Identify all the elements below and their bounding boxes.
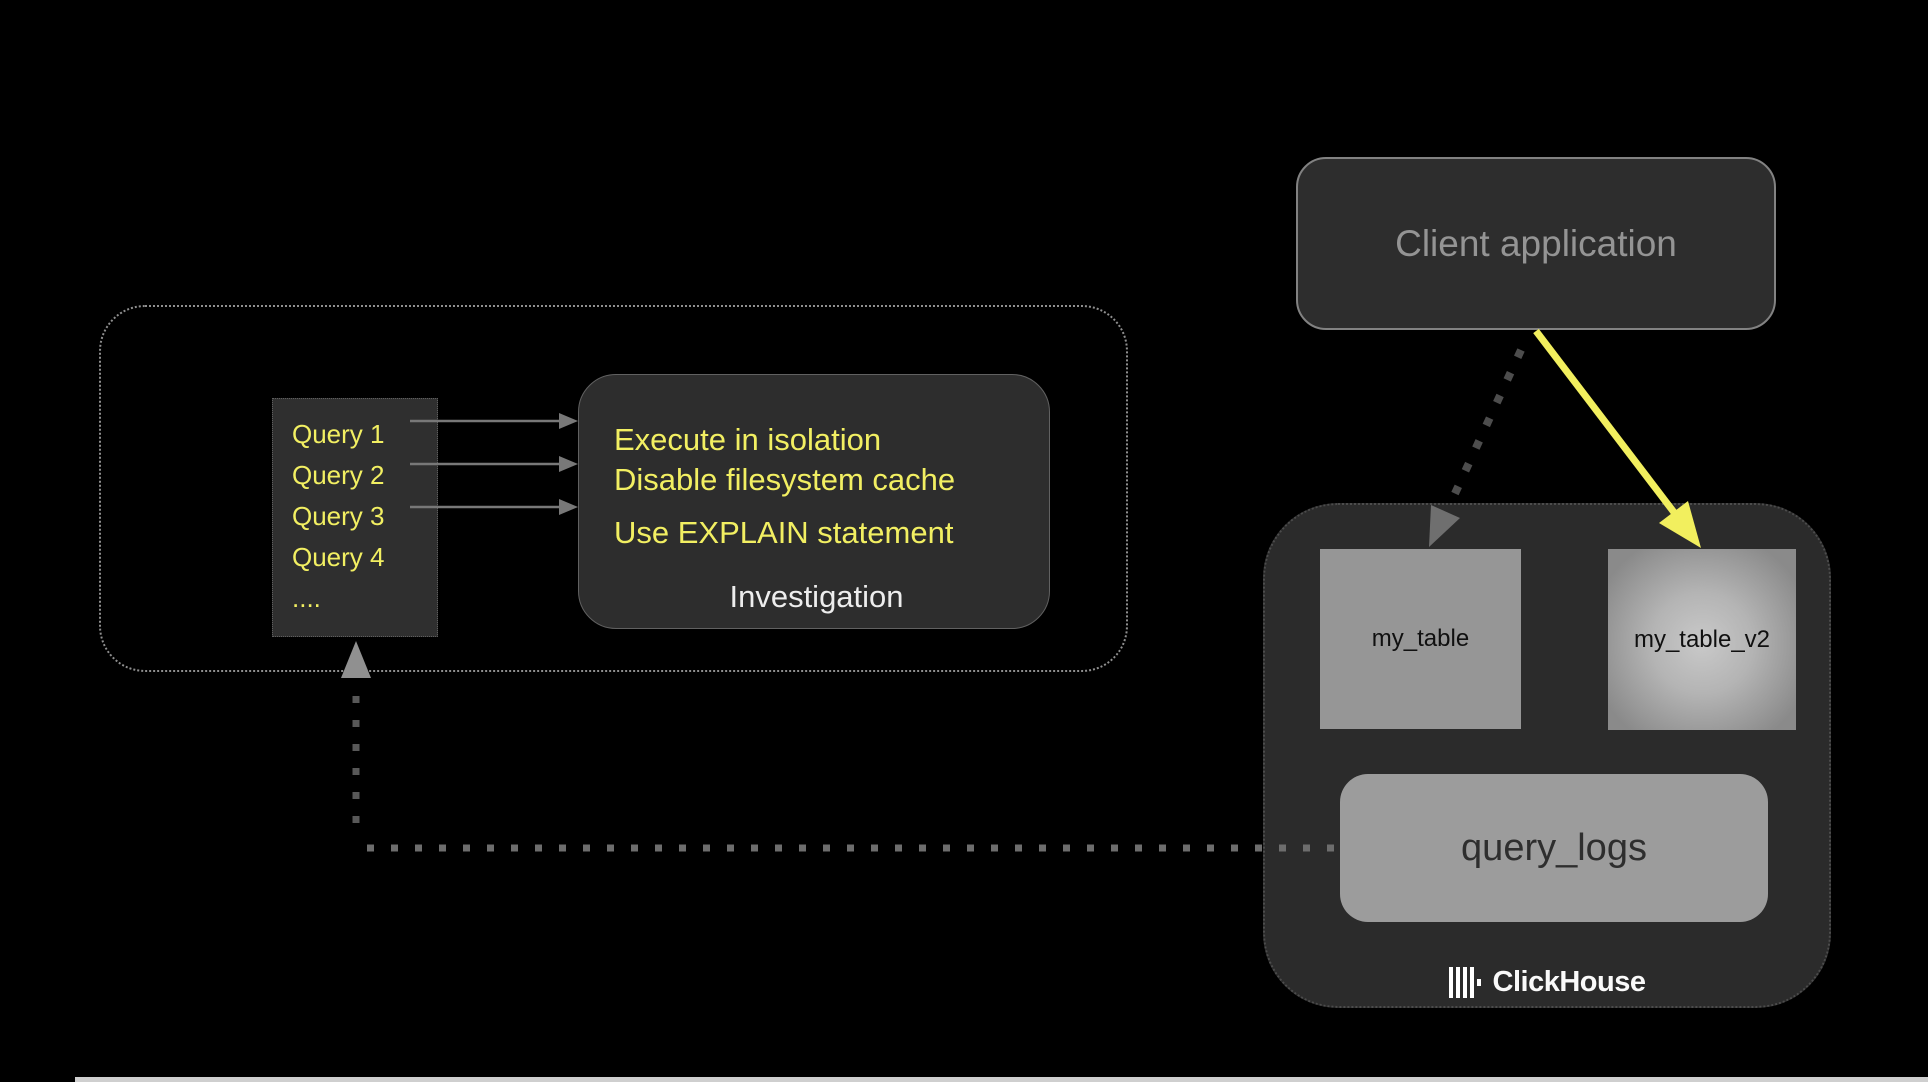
investigation-box: Execute in isolation Disable filesystem … <box>578 374 1050 629</box>
my-table-v2-box: my_table_v2 <box>1608 549 1796 730</box>
clickhouse-logo-icon <box>1448 966 1481 998</box>
client-to-mytable-dotted-line <box>1448 348 1525 502</box>
investigation-tip: Execute in isolation <box>614 422 882 457</box>
investigation-group-frame <box>99 305 1128 672</box>
query-logs-label: query_logs <box>1461 826 1647 869</box>
client-application-box: Client application <box>1296 157 1776 330</box>
client-application-label: Client application <box>1395 222 1677 264</box>
my-table-v2-label: my_table_v2 <box>1633 625 1771 653</box>
my-table-box: my_table <box>1320 549 1521 729</box>
client-to-mytablev2-yellow-line <box>1533 328 1679 518</box>
query-logs-box: query_logs <box>1340 774 1768 922</box>
query-item: Query 4 <box>292 542 385 572</box>
query-list-box: Query 1 Query 2 Query 3 Query 4 .... <box>272 398 438 637</box>
investigation-caption: Investigation <box>729 579 904 614</box>
bottom-edge-strip <box>75 1077 1928 1082</box>
query-item: Query 1 <box>292 419 385 449</box>
my-table-label: my_table <box>1371 625 1470 652</box>
investigation-tip: Disable filesystem cache <box>614 462 956 497</box>
clickhouse-brand: ClickHouse <box>1263 962 1831 1002</box>
query-item: Query 2 <box>292 460 385 490</box>
query-item: Query 3 <box>292 501 385 531</box>
query-item-ellipsis: .... <box>292 583 321 613</box>
clickhouse-brand-label: ClickHouse <box>1492 965 1646 998</box>
investigation-tip: Use EXPLAIN statement <box>614 515 954 550</box>
